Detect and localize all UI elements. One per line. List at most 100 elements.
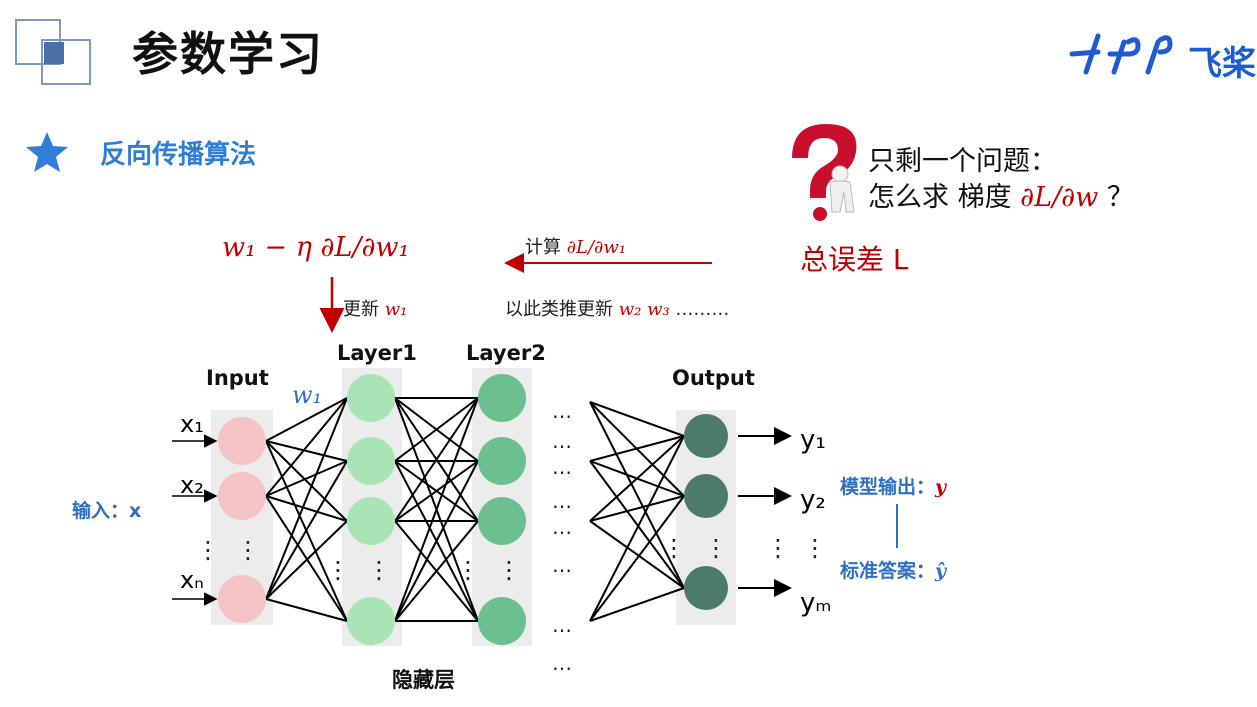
edge [589,401,685,589]
output-node [684,566,728,610]
target-text: 标准答案： [840,560,936,582]
output-y2: y₂ [800,485,826,515]
layer2-node [478,597,526,645]
output-y1: y₁ [800,425,826,455]
vertical-dots: ⋮ [367,556,391,584]
input-node [218,417,266,465]
edge [394,397,479,522]
vertical-dots: ⋮ [196,536,220,564]
edge [589,495,685,522]
section-title: 反向传播算法 [100,140,257,170]
edge [589,587,685,622]
question-line1: 只剩一个问题： [868,146,1057,177]
edge [394,460,479,622]
compute-label: 计算 [525,237,567,258]
question-figure-icon [792,124,857,221]
edge [265,440,348,522]
layer2-label: Layer2 [466,341,546,365]
layer1-node [347,374,395,422]
layer2-node [478,497,526,545]
layer1-node [347,497,395,545]
output-node [684,414,728,458]
update-rest-label: 以此类推更新 w₂ w₃ ……… [505,295,729,321]
edge [265,397,348,497]
update-rest-vars: w₂ w₃ [618,299,670,320]
layer1-label: Layer1 [337,341,417,365]
edge [589,401,685,437]
hidden-layers-label: 隐藏层 [392,668,455,692]
edge [589,435,685,522]
edge [394,397,479,462]
update-label: 更新 [343,299,385,320]
model-output-var: y [935,476,947,498]
edge [265,440,348,462]
header-decoration [15,19,91,85]
vertical-dots: ⋮ [326,556,350,584]
edge [265,397,348,442]
horizontal-dots: … [552,613,572,637]
edge [265,495,348,522]
compute-formula: ∂L/∂w₁ [566,237,626,258]
layer2-node [478,437,526,485]
vertical-dots: ⋮ [766,534,790,562]
horizontal-dots: … [552,455,572,479]
horizontal-dots: … [552,489,572,513]
edge [589,495,685,622]
input-xn: xₙ [180,566,204,594]
input-x1: x₁ [180,410,204,438]
horizontal-dots: … [552,553,572,577]
edge [394,397,479,622]
output-target-connector [896,504,898,548]
update-rest-text: 以此类推更新 [505,299,619,320]
input-caption: 输入：x [72,500,142,522]
update-var: w₁ [384,299,408,320]
layer1-node [347,437,395,485]
edge [265,598,348,622]
model-output-text: 模型输出： [840,476,936,498]
page-title: 参数学习 [132,27,324,81]
layer2-node [478,374,526,422]
layer1-node [347,597,395,645]
edge [265,495,348,622]
question-line2-prefix: 怎么求 梯度 [868,182,1021,213]
total-loss-label: 总误差 L [800,243,909,276]
input-node [218,575,266,623]
output-node [684,474,728,518]
edge [394,460,479,522]
horizontal-dots: … [552,515,572,539]
output-layer-label: Output [672,366,755,390]
edge [265,397,348,600]
logo-text: 飞桨 [1188,44,1256,84]
edge [265,460,348,600]
question-text: 只剩一个问题： 怎么求 梯度 ∂L/∂w ？ [868,144,1134,216]
horizontal-dots: … [552,429,572,453]
model-output-label: 模型输出：y [840,472,946,499]
horizontal-dots: … [552,399,572,423]
paddle-logo-icon [1069,33,1173,75]
update-rest-dots: ……… [669,299,730,320]
question-line2-suffix: ？ [1098,182,1134,213]
edge [589,435,685,462]
edge [394,520,479,622]
output-ym: yₘ [800,588,832,618]
update-w1-label: 更新 w₁ [343,295,407,321]
target-label: 标准答案：ŷ [840,556,946,583]
vertical-dots: ⋮ [497,556,521,584]
input-node [218,472,266,520]
compute-gradient-label: 计算 ∂L/∂w₁ [525,233,626,259]
edge [589,460,685,589]
target-var: ŷ [935,560,947,582]
vertical-dots: ⋮ [662,534,686,562]
star-icon [26,132,68,172]
input-layer-label: Input [206,366,269,390]
question-line2: 怎么求 梯度 ∂L/∂w ？ [868,180,1134,216]
horizontal-dots: … [552,651,572,675]
weight-label: w₁ [292,381,323,409]
input-x2: x₂ [180,471,204,499]
gradient-formula: ∂L/∂w [1020,182,1099,213]
vertical-dots: ⋮ [704,534,728,562]
edge [265,520,348,600]
update-formula: w₁ − η ∂L/∂w₁ [222,232,410,263]
